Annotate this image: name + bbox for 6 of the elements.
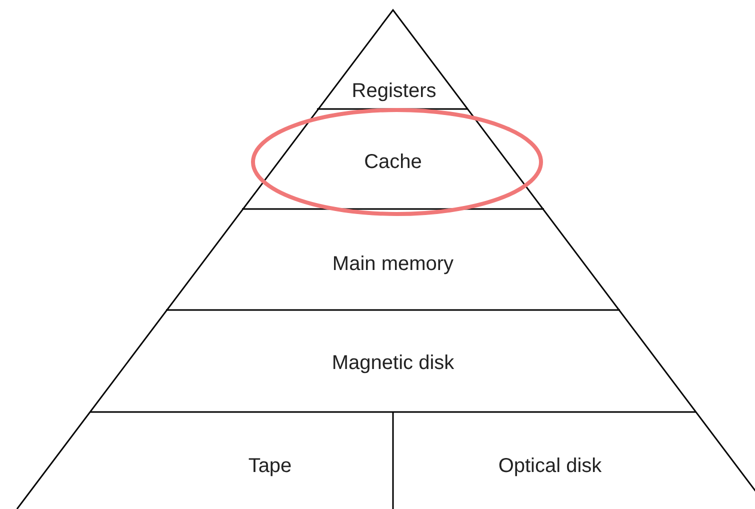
pyramid-level-label: Tape: [160, 450, 380, 482]
pyramid-level-label: Registers: [338, 78, 450, 104]
pyramid-level-label: Cache: [300, 146, 486, 178]
pyramid-level-label: Optical disk: [410, 450, 690, 482]
pyramid-level-label: Magnetic disk: [240, 347, 546, 379]
pyramid-level-label: Main memory: [270, 248, 516, 280]
